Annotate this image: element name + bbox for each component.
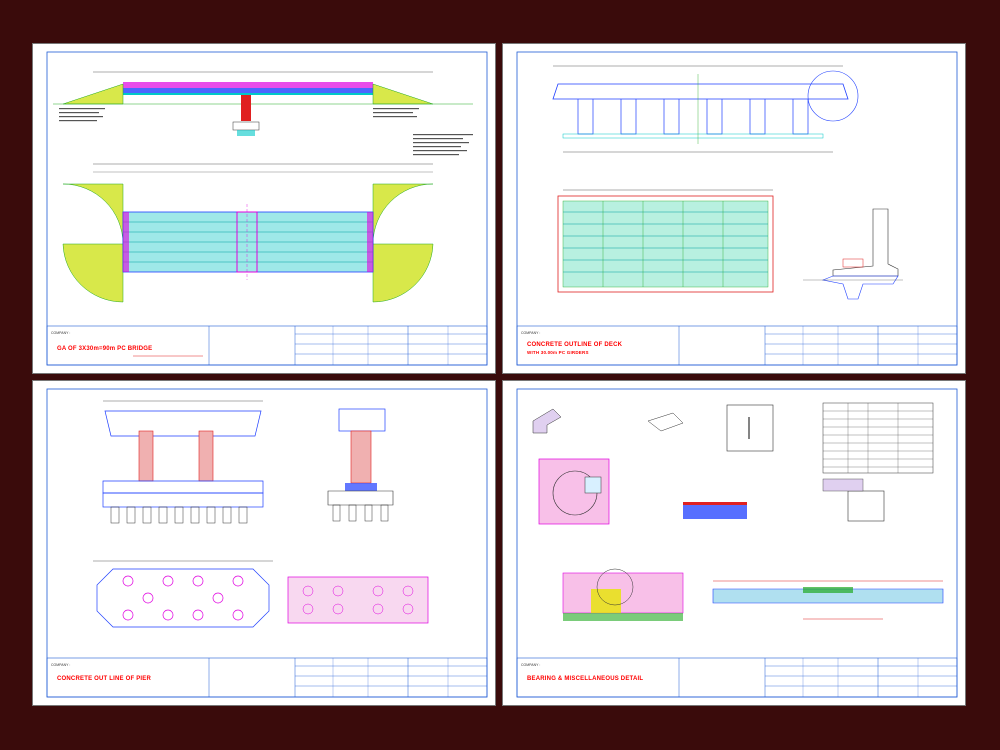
sheet-title-deck: CONCRETE OUTLINE OF DECK [527,342,623,348]
ga-drawing-linework [46,51,488,366]
company-label: COMPANY : [51,331,71,335]
company-label: COMPANY : [521,663,541,667]
deck-drawing-linework [516,51,958,366]
sheet-title-ga: GA OF 3X30m=90m PC BRIDGE [57,346,153,352]
company-label: COMPANY : [51,663,71,667]
sheet-title-bearing: BEARING & MISCELLANEOUS DETAIL [527,676,644,682]
sheet-subtitle-deck: WITH 30.00m PC GIRDERS [527,350,589,355]
company-label: COMPANY : [521,331,541,335]
pier-drawing-linework [46,388,488,698]
drawing-sheet-bearing: COMPANY : BEARING & MISCELLANEOUS DETAIL [502,380,966,706]
drawing-sheet-pier: COMPANY : CONCRETE OUT LINE OF PIER [32,380,496,706]
drawing-sheet-ga: COMPANY : GA OF 3X30m=90m PC BRIDGE [32,43,496,374]
sheet-title-pier: CONCRETE OUT LINE OF PIER [57,676,152,682]
bearing-drawing-linework [516,388,958,698]
drawing-sheet-deck: COMPANY : CONCRETE OUTLINE OF DECK WITH … [502,43,966,374]
